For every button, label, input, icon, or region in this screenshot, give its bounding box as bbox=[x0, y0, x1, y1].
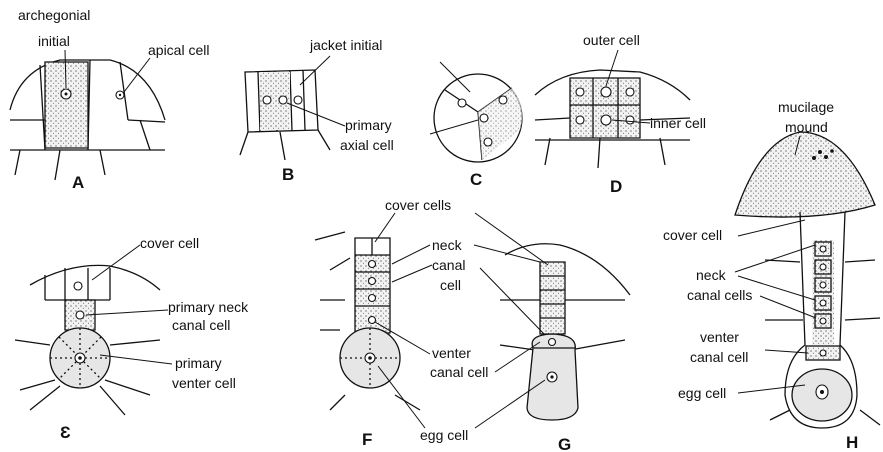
label-neck-1: neck bbox=[432, 237, 463, 253]
label-inner-cell: inner cell bbox=[650, 115, 706, 131]
panel-label-A: A bbox=[72, 173, 84, 192]
label-venter-canal-1: venter bbox=[432, 345, 471, 361]
label-apical-cell: apical cell bbox=[148, 42, 209, 58]
label-primary-axial-1: primary bbox=[345, 117, 392, 133]
label-neck-H-2: canal cells bbox=[687, 287, 752, 303]
label-neck-2: canal bbox=[432, 257, 465, 273]
panel-label-G: G bbox=[558, 435, 571, 452]
label-venter-canal-H-1: venter bbox=[700, 329, 739, 345]
panel-label-D: D bbox=[610, 177, 622, 196]
label-egg-cell-FG: egg cell bbox=[420, 427, 468, 443]
label-primary-axial-2: axial cell bbox=[340, 137, 394, 153]
label-venter-canal-H-2: canal cell bbox=[690, 349, 748, 365]
label-archegonial-initial: archegonial bbox=[18, 7, 90, 23]
label-primary-neck-canal-2: canal cell bbox=[172, 317, 230, 333]
panel-D: outer cell inner cell D bbox=[535, 32, 706, 196]
panel-A: archegonial initial apical cell A bbox=[10, 7, 209, 192]
label-mucilage-2: mound bbox=[785, 119, 828, 135]
panel-F: F bbox=[315, 232, 420, 449]
panel-label-H: H bbox=[846, 433, 858, 452]
panel-C: C bbox=[430, 62, 522, 189]
label-egg-cell-H: egg cell bbox=[678, 385, 726, 401]
panel-label-C: C bbox=[470, 170, 482, 189]
label-cover-cell-E: cover cell bbox=[140, 235, 199, 251]
label-neck-3: cell bbox=[440, 277, 461, 293]
panel-label-E: Ɛ bbox=[60, 423, 71, 442]
panel-label-B: B bbox=[282, 165, 294, 184]
labels-FG: cover cells neck canal cell venter canal… bbox=[375, 197, 548, 443]
label-cover-cell-H: cover cell bbox=[663, 227, 722, 243]
panel-E: cover cell primary neck canal cell prima… bbox=[15, 235, 249, 442]
label-archegonial-initial-2: initial bbox=[38, 33, 70, 49]
panel-label-F: F bbox=[362, 430, 372, 449]
label-cover-cells: cover cells bbox=[385, 197, 451, 213]
label-primary-venter-1: primary bbox=[175, 355, 222, 371]
label-venter-canal-2: canal cell bbox=[430, 364, 488, 380]
label-primary-venter-2: venter cell bbox=[172, 375, 236, 391]
label-neck-H-1: neck bbox=[696, 267, 727, 283]
panel-H: mucilage mound cover cell neck canal cel… bbox=[663, 99, 880, 452]
panel-G: G bbox=[500, 244, 630, 452]
label-jacket-initial: jacket initial bbox=[309, 37, 382, 53]
label-outer-cell: outer cell bbox=[583, 32, 640, 48]
label-primary-neck-canal-1: primary neck bbox=[168, 299, 249, 315]
panel-B: jacket initial primary axial cell B bbox=[240, 37, 394, 184]
label-mucilage-1: mucilage bbox=[778, 99, 834, 115]
